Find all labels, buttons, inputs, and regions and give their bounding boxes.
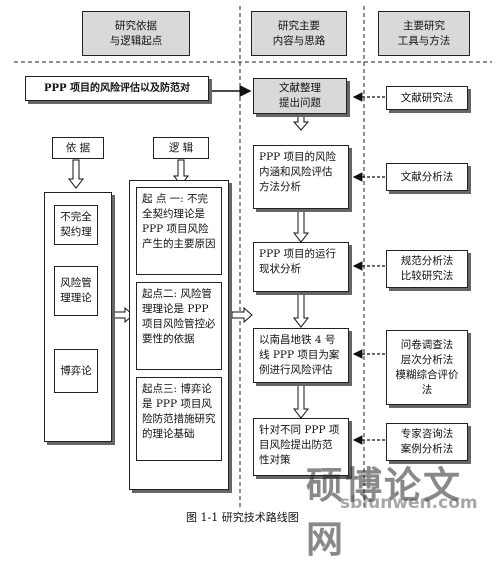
logic-label: 逻 辑 [153, 137, 209, 159]
method-literature-research: 文献研究法 [386, 86, 468, 110]
logic-item-start-2: 起点二: 风险管理理论是 PPP 项目风险管控必要性的依据 [136, 282, 222, 370]
step-operation-status: PPP 项目的运行 现状分析 [253, 242, 349, 292]
step-countermeasures: 针对不同 PPP 项 目风险提出防范 性对策 [253, 418, 349, 476]
step-arrow-2 [292, 208, 310, 243]
step-arrow-3 [292, 292, 310, 328]
logic-to-steps-arrow [231, 306, 253, 324]
step-literature-review: 文献整理 提出问题 [253, 78, 347, 114]
header-research-content: 研究主要 内容与思路 [251, 11, 347, 56]
step-arrow-1 [292, 114, 310, 131]
logic-item-start-1: 起 点 一: 不完全契约理论是PPP 项目风险产生的主要原因 [136, 187, 222, 275]
watermark-url: sblunwen.com [340, 493, 478, 513]
basis-container: 不完全 契约理 风险管 理理论 博弈论 [44, 192, 112, 442]
step-case-study: 以南昌地铁 4 号 线 PPP 项目为案 例进行风险评估 [253, 328, 349, 383]
basis-arrow [67, 159, 85, 189]
basis-item-risk-management: 风险管 理理论 [54, 266, 98, 316]
method-questionnaire-ahp-fuzzy: 问卷调查法 层次分析法 模糊综合评价 法 [386, 330, 468, 405]
topic-box: PPP 项目的风险评估以及防范对 [25, 76, 209, 101]
basis-item-game-theory: 博弈论 [54, 349, 98, 393]
method-literature-analysis: 文献分析法 [386, 163, 468, 191]
figure-caption: 图 1-1 研究技术路线图 [186, 511, 299, 524]
logic-item-start-3: 起点三: 博弈论是 PPP 项目风险防范措施研究的理论基础 [136, 377, 222, 461]
step-risk-connotation: PPP 项目的风险 内涵和风险评估 方法分析 [253, 145, 349, 209]
method-expert-case: 专家咨询法 案例分析法 [386, 423, 468, 461]
connector-layer [14, 6, 492, 508]
basis-item-incomplete-contract: 不完全 契约理 [54, 205, 98, 245]
header-research-methods: 主要研究 工具与方法 [378, 11, 470, 56]
header-research-basis: 研究依据 与逻辑起点 [82, 11, 190, 56]
basis-label: 依 据 [52, 137, 104, 159]
step-arrow-4 [292, 383, 310, 419]
method-normative-comparative: 规范分析法 比较研究法 [386, 250, 468, 288]
logic-container: 起 点 一: 不完全契约理论是PPP 项目风险产生的主要原因 起点二: 风险管理… [129, 180, 229, 490]
